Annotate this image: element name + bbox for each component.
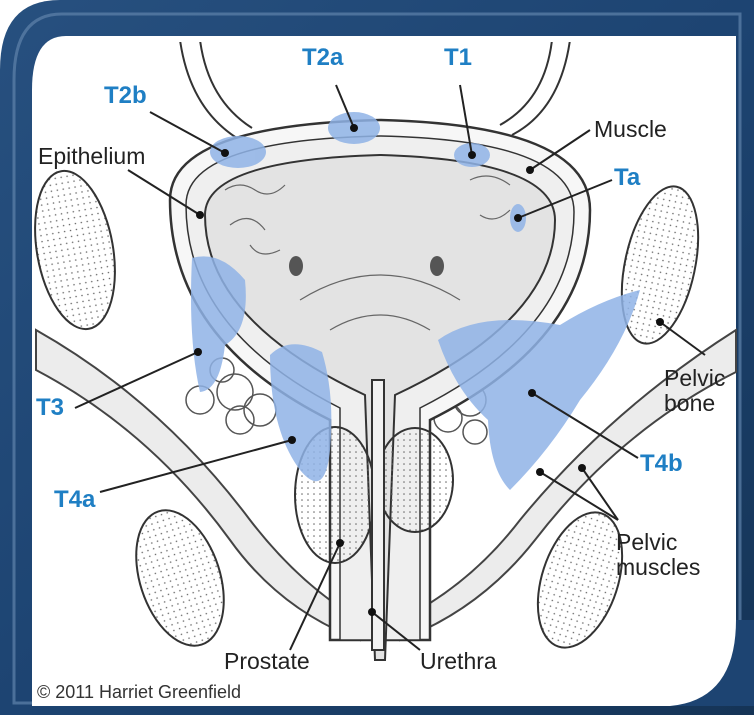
label-t4b: T4b bbox=[640, 452, 683, 476]
left-ureter-opening bbox=[289, 256, 303, 276]
label-epithelium: Epithelium bbox=[38, 145, 145, 168]
label-muscle: Muscle bbox=[594, 118, 667, 141]
right-ureter-opening bbox=[430, 256, 444, 276]
label-pelvic-bone-line1: Pelvic bbox=[664, 366, 725, 391]
label-ta: Ta bbox=[614, 166, 640, 190]
label-pelvic-muscles: Pelvic muscles bbox=[616, 530, 700, 581]
label-pelvic-muscles-line1: Pelvic bbox=[616, 530, 700, 555]
label-pelvic-muscles-line2: muscles bbox=[616, 555, 700, 580]
label-t2b: T2b bbox=[104, 84, 147, 108]
label-t1: T1 bbox=[444, 46, 472, 70]
label-urethra: Urethra bbox=[420, 650, 497, 673]
copyright-text: © 2011 Harriet Greenfield bbox=[37, 682, 241, 703]
label-t4a: T4a bbox=[54, 488, 95, 512]
label-t2a: T2a bbox=[302, 46, 343, 70]
tumor-t2b bbox=[210, 136, 266, 168]
prostate-right-lobe bbox=[377, 428, 453, 532]
label-pelvic-bone-line2: bone bbox=[664, 391, 725, 416]
label-t3: T3 bbox=[36, 396, 64, 420]
label-pelvic-bone: Pelvic bone bbox=[664, 366, 725, 417]
label-prostate: Prostate bbox=[224, 650, 310, 673]
